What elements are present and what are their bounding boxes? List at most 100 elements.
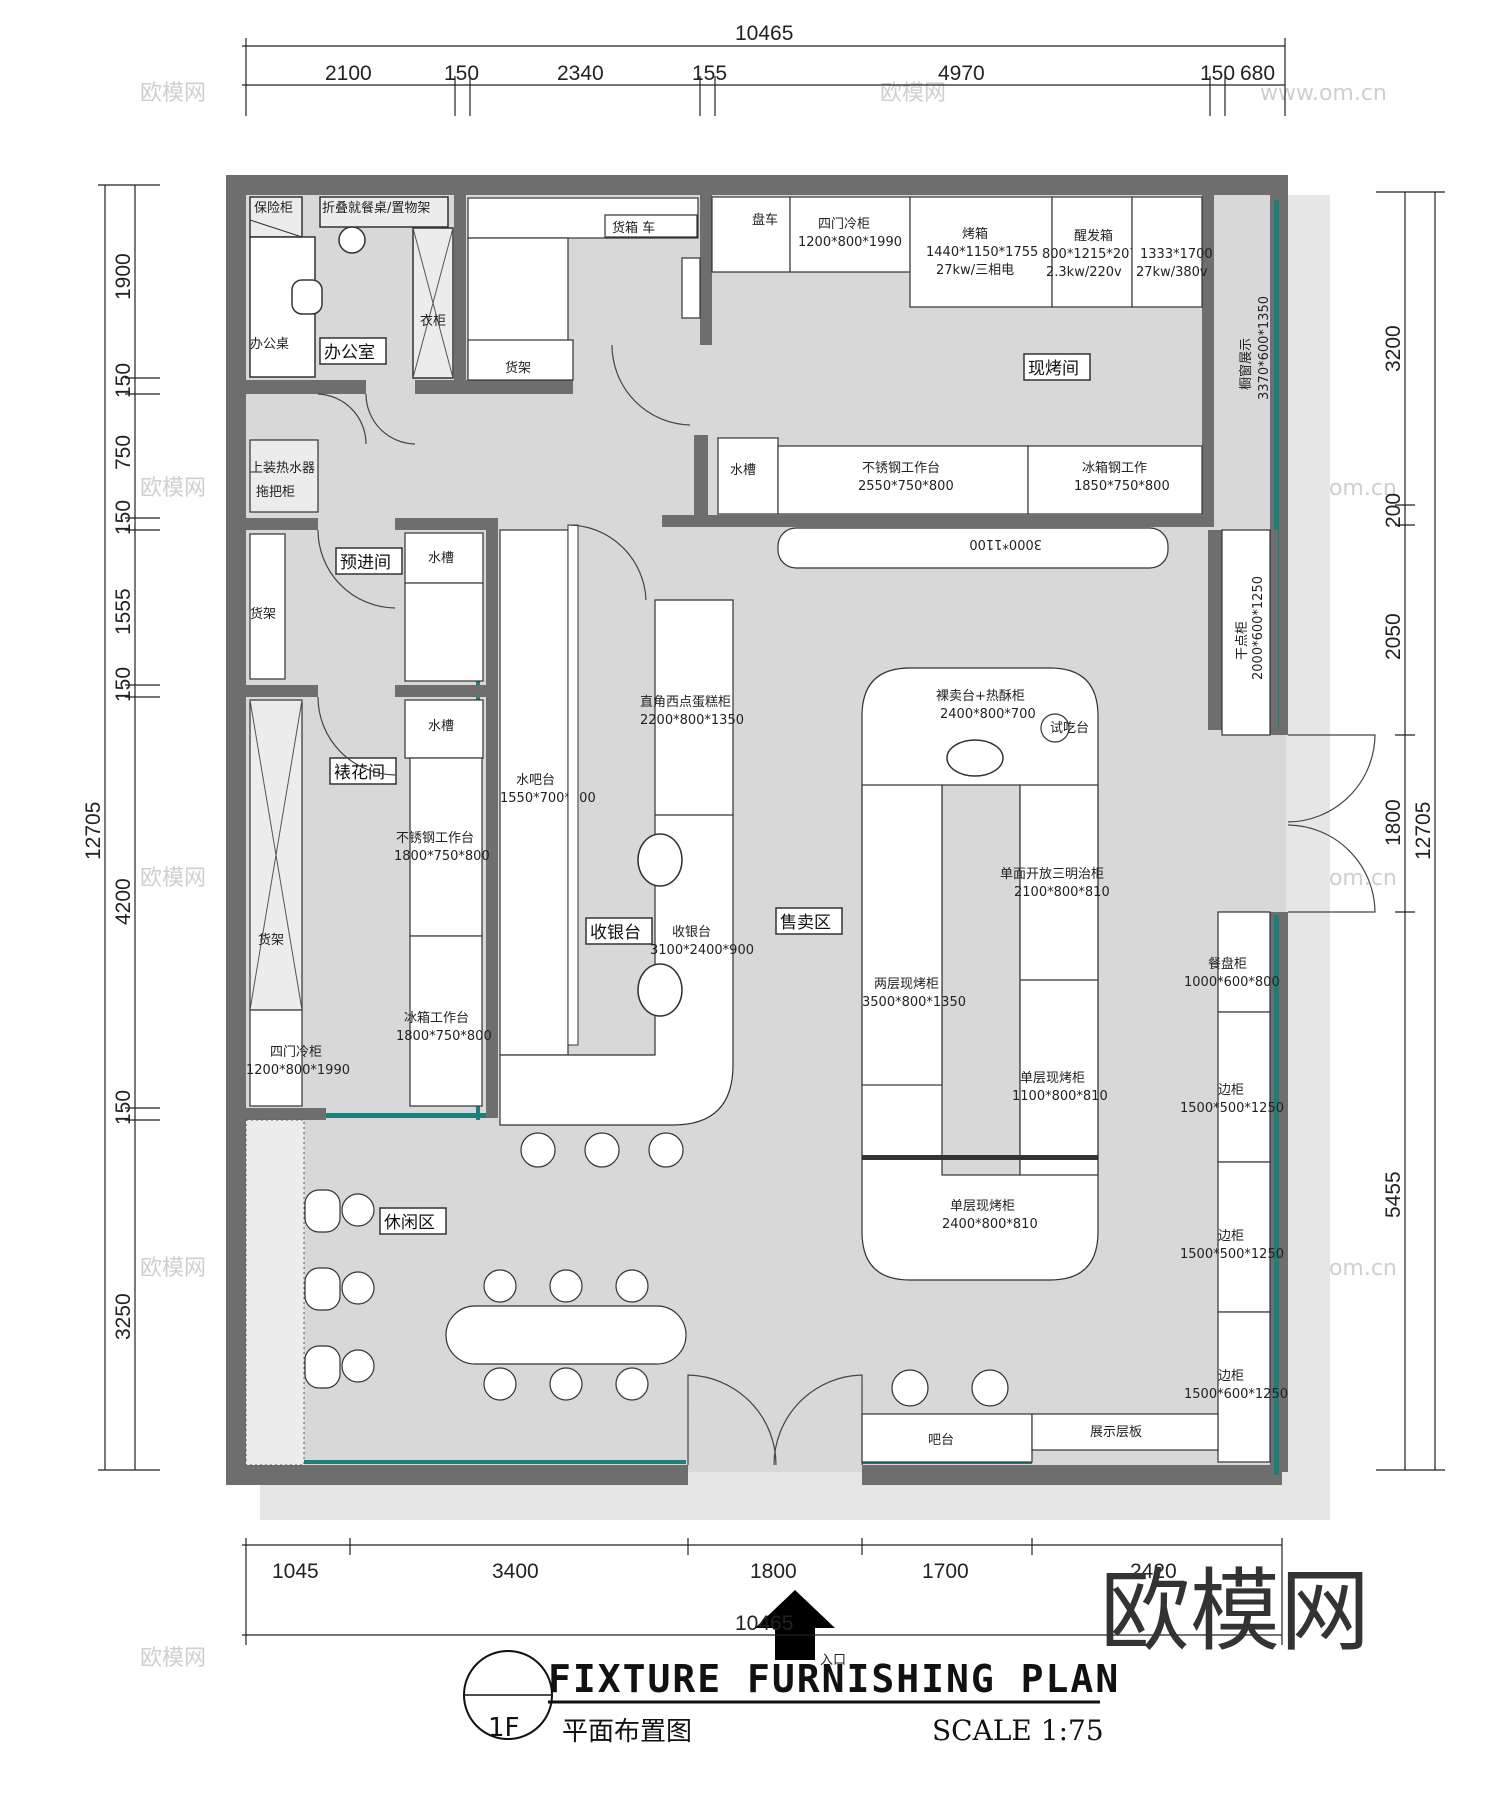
- room-decor: 裱花间: [334, 763, 385, 783]
- room-prep: 预进间: [340, 553, 391, 573]
- sandwich-label: 单面开放三明治柜: [1000, 867, 1104, 882]
- two-layer-label: 两层现烤柜: [874, 977, 939, 992]
- ice-table-label: 冰箱钢工作: [1082, 460, 1147, 476]
- leisure-area: 休闲区 吧台 展示层板: [245, 1119, 1219, 1466]
- single-layer2-size: 2400*800*810: [942, 1217, 1038, 1232]
- fridge-table-label: 冰箱工作台: [404, 1010, 469, 1026]
- room-leisure: 休闲区: [384, 1213, 435, 1233]
- cashier-desk-size: 3100*2400*900: [650, 943, 754, 958]
- brand-logo: 欧模网: [1100, 1559, 1370, 1664]
- sink-decor-label: 水槽: [428, 719, 454, 734]
- ss-table-size: 2550*750*800: [858, 479, 954, 494]
- folding-table: [319, 196, 449, 228]
- bare-counter-size: 2400*800*700: [940, 707, 1036, 722]
- dim-bottom-seg: 1045: [272, 1560, 319, 1583]
- dim-top-seg: 2100: [325, 62, 372, 85]
- oven-2: [1131, 196, 1203, 308]
- sandwich-size: 2100*800*810: [1014, 885, 1110, 900]
- dim-bottom-seg: 3400: [492, 1560, 539, 1583]
- bakery-room: 盘车 四门冷柜 1200*800*1990 烤箱 1440*1150*1755 …: [711, 196, 1213, 569]
- dim-right-seg: 3200: [1382, 325, 1405, 372]
- sink-bake: [717, 437, 779, 515]
- two-layer-size: 3500*800*1350: [862, 995, 966, 1010]
- fridge-top-label: 四门冷柜: [818, 217, 870, 232]
- fridge-left-label: 四门冷柜: [270, 1045, 322, 1060]
- heater-label: 上装热水器: [250, 461, 315, 476]
- bar-stool: [584, 1132, 620, 1168]
- fridge-top-size: 1200*800*1990: [798, 235, 902, 250]
- fridge-table-size: 1800*750*800: [396, 1029, 492, 1044]
- tasting-label: 试吃台: [1050, 720, 1089, 736]
- dim-left-seg: 1900: [112, 253, 135, 300]
- pan-cart: [711, 196, 791, 273]
- long-table: [445, 1305, 687, 1365]
- oven2-power: 27kw/380v: [1136, 265, 1208, 280]
- dim-right-seg: 5455: [1382, 1171, 1405, 1218]
- bar-stool: [520, 1132, 556, 1168]
- dimension-right: [1376, 191, 1445, 1471]
- dim-right-seg: 1800: [1382, 799, 1405, 846]
- right-cabinets: 餐盘柜 1000*600*800 边柜 1500*500*1250 边柜 150…: [1180, 911, 1288, 1463]
- single-layer-label: 单层现烤柜: [1020, 1071, 1085, 1086]
- dimension-left: [98, 184, 160, 1471]
- tray-cabinet-size: 1000*600*800: [1184, 975, 1280, 990]
- fridge-top: [789, 196, 911, 273]
- stool: [338, 226, 366, 254]
- office-desk-label: 办公桌: [250, 337, 289, 352]
- dim-top-seg: 680: [1240, 62, 1275, 85]
- side3-label: 边柜: [1218, 1369, 1244, 1384]
- oven-size: 1440*1150*1755: [926, 245, 1038, 260]
- storage-room: 货箱 车 货架: [467, 197, 701, 381]
- dim-left-seg: 150: [112, 667, 135, 702]
- bar-counter: [861, 1413, 1033, 1463]
- side2-size: 1500*500*1250: [1180, 1247, 1284, 1262]
- single-layer-size: 1100*800*810: [1012, 1089, 1108, 1104]
- window-display-size: 3370*600*1350: [1257, 296, 1272, 400]
- cashier-desk-label: 收银台: [672, 925, 711, 940]
- bar-label: 吧台: [928, 1433, 954, 1448]
- shelf-decor-label: 货架: [258, 932, 284, 948]
- entrance-arrow-icon: [755, 1590, 835, 1660]
- watermark-text: 欧模网: [140, 81, 206, 106]
- folding-table-label: 折叠就餐桌/置物架: [322, 200, 430, 216]
- title-main: FIXTURE FURNISHING PLAN: [548, 1657, 1120, 1701]
- left-service: 上装热水器 拖把柜 货架 预进间 水槽 货架 裱花间 水槽 不锈钢工作台 180…: [246, 439, 492, 1107]
- dim-left-total: 12705: [82, 802, 105, 860]
- fridge-table: [409, 935, 483, 1107]
- room-bake: 现烤间: [1028, 359, 1079, 379]
- title-sub: 平面布置图: [562, 1717, 692, 1747]
- dim-top-seg: 150: [444, 62, 479, 85]
- safe-cabinet: [249, 196, 303, 238]
- dim-left-seg: 750: [112, 435, 135, 470]
- single-layer2-label: 单层现烤柜: [950, 1199, 1015, 1214]
- dry-cabinet-size: 2000*600*1250: [1251, 576, 1266, 680]
- office: 保险柜 折叠就餐桌/置物架 衣柜 办公桌 办公室: [249, 196, 454, 379]
- two-layer-cabinet: [861, 784, 943, 1086]
- side3-size: 1500*600*1250: [1184, 1387, 1288, 1402]
- water-bar-label: 水吧台: [516, 773, 555, 788]
- ss-table2-label: 不锈钢工作台: [396, 831, 474, 846]
- side-cabinet-3: [1217, 1311, 1271, 1463]
- tasting-table: [1040, 713, 1070, 743]
- sink-decor: [404, 699, 484, 759]
- title-floor: 1F: [488, 1713, 520, 1743]
- bare-counter-label: 裸卖台+热酥柜: [936, 689, 1025, 704]
- dim-bottom-seg: 1800: [750, 1560, 797, 1583]
- window-display: [1218, 197, 1270, 515]
- title-scale: SCALE 1:75: [932, 1714, 1104, 1747]
- proofer-label: 醒发箱: [1074, 228, 1113, 244]
- display-shelf: [1031, 1413, 1219, 1451]
- display-shelf-label: 展示层板: [1090, 1425, 1142, 1440]
- fridge-left-size: 1200*800*1990: [246, 1063, 350, 1078]
- dry-cabinet-label: 干点柜: [1235, 621, 1250, 660]
- pan-cart-label: 盘车: [752, 212, 778, 228]
- shelf-label: 货架: [505, 360, 531, 376]
- ss-table2-size: 1800*750*800: [394, 849, 490, 864]
- oven-power: 27kw/三相电: [936, 263, 1014, 278]
- entrance-label: 入口: [820, 1653, 846, 1668]
- watermark-text: 欧模网: [140, 1256, 206, 1281]
- dim-top-seg: 4970: [938, 62, 985, 85]
- room-cashier: 收银台: [590, 923, 641, 943]
- wardrobe-label: 衣柜: [420, 313, 446, 329]
